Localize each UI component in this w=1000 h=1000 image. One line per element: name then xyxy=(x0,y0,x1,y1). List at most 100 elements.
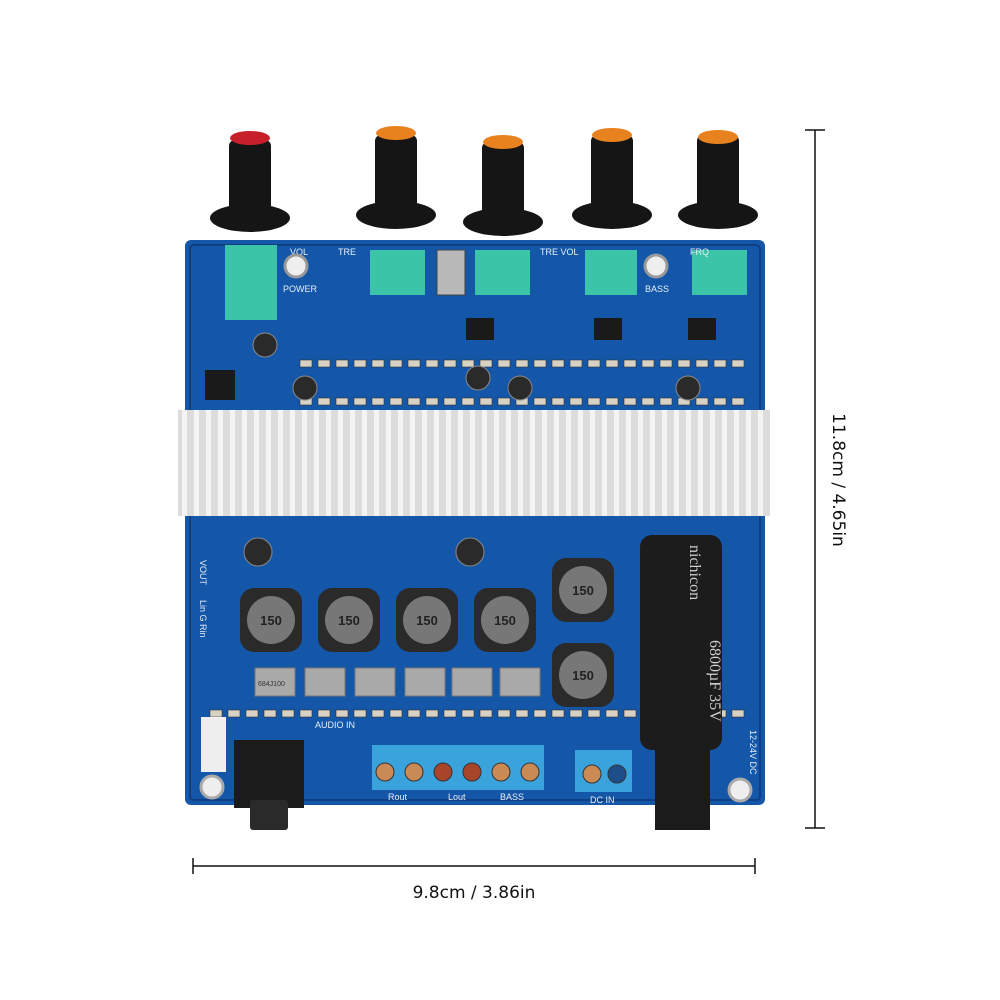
label-frq: FRQ xyxy=(690,247,709,257)
smd-resistor xyxy=(407,359,421,368)
smd-resistor xyxy=(623,359,637,368)
smd-resistor xyxy=(371,397,385,406)
film-cap-label: 684J100 xyxy=(258,681,285,688)
knob-vol[interactable] xyxy=(210,131,290,232)
smd-resistor xyxy=(641,397,655,406)
smd-resistor xyxy=(425,709,439,718)
smd-resistor xyxy=(551,709,565,718)
knob-frequency[interactable] xyxy=(678,130,758,229)
smd-resistor xyxy=(515,359,529,368)
smd-resistor xyxy=(407,709,421,718)
heatsink-fin xyxy=(650,410,655,516)
heatsink-fin xyxy=(686,410,691,516)
heatsink-fin xyxy=(182,410,187,516)
knob-treble[interactable] xyxy=(356,126,436,229)
smd-resistor xyxy=(695,397,709,406)
smd-resistor xyxy=(731,397,745,406)
label-vol: VOL xyxy=(290,247,308,257)
smd-resistor xyxy=(641,359,655,368)
heatsink-fin xyxy=(734,410,739,516)
heatsink-fin xyxy=(434,410,439,516)
heatsink-fin xyxy=(494,410,499,516)
heatsink-fin xyxy=(518,410,523,516)
dc-terminal-block[interactable] xyxy=(575,750,632,792)
smd-resistor xyxy=(389,709,403,718)
width-label: 9.8cm / 3.86in xyxy=(413,883,536,903)
label-bass-out: BASS xyxy=(500,792,524,802)
terminal-screw[interactable] xyxy=(404,762,424,782)
smd-resistor xyxy=(461,397,475,406)
inductor: 150 xyxy=(318,588,380,652)
audio-in-label: AUDIO IN xyxy=(315,720,355,730)
smd-resistor xyxy=(695,359,709,368)
smd-resistor xyxy=(353,359,367,368)
smd-resistor xyxy=(659,359,673,368)
speaker-terminal-block[interactable] xyxy=(372,745,544,790)
heatsink-fin xyxy=(470,410,475,516)
smd-resistor xyxy=(317,359,331,368)
heatsink-fin xyxy=(362,410,367,516)
terminal-screw[interactable] xyxy=(462,762,482,782)
inductor: 150 xyxy=(474,588,536,652)
smd-resistor xyxy=(389,397,403,406)
label-rout: Rout xyxy=(388,792,408,802)
terminal-screw[interactable] xyxy=(433,762,453,782)
smd-resistor xyxy=(299,359,313,368)
knob-treble-vol[interactable] xyxy=(463,135,543,236)
smd-resistor xyxy=(335,359,349,368)
smd-resistor xyxy=(605,359,619,368)
terminal-screw[interactable] xyxy=(491,762,511,782)
heatsink-fin xyxy=(614,410,619,516)
inductor: 150 xyxy=(552,558,614,622)
smd-resistor xyxy=(497,709,511,718)
smd-resistor xyxy=(533,709,547,718)
terminal-screw[interactable] xyxy=(520,762,540,782)
dc-barrel-jack[interactable] xyxy=(655,745,710,830)
electrolytic-capacitor: nichicon 6800µF 35V xyxy=(640,535,723,750)
heatsink-fin xyxy=(302,410,307,516)
smd-resistor xyxy=(533,397,547,406)
heatsink-fin xyxy=(662,410,667,516)
smd-resistor xyxy=(677,359,691,368)
heatsink-fin xyxy=(410,410,415,516)
smd-resistor xyxy=(569,397,583,406)
dc-in-label: DC IN xyxy=(590,795,615,805)
heatsink-fin xyxy=(338,410,343,516)
smd-resistor xyxy=(479,397,493,406)
heatsink-fin xyxy=(554,410,559,516)
knob-bass[interactable] xyxy=(572,128,652,229)
pcb-board xyxy=(185,240,765,805)
smd-resistor xyxy=(443,359,457,368)
svg-text:150: 150 xyxy=(416,613,438,628)
heatsink-fin xyxy=(386,410,391,516)
audio-jack[interactable] xyxy=(234,740,304,830)
smd-resistor xyxy=(389,359,403,368)
smd-resistor xyxy=(587,359,601,368)
smd-resistor xyxy=(515,709,529,718)
smd-resistor xyxy=(551,359,565,368)
width-dimension xyxy=(192,858,756,874)
smd-resistor xyxy=(443,397,457,406)
heatsink-fin xyxy=(230,410,235,516)
smd-resistor xyxy=(371,709,385,718)
heatsink-fin xyxy=(638,410,643,516)
smd-resistor xyxy=(587,397,601,406)
height-dimension xyxy=(805,129,825,829)
smd-resistor xyxy=(623,709,637,718)
lgr-label: Lin G Rin xyxy=(198,600,208,638)
svg-text:nichicon: nichicon xyxy=(686,545,703,600)
terminal-screw[interactable] xyxy=(375,762,395,782)
ic-chips xyxy=(205,318,716,400)
heatsink-fin xyxy=(674,410,679,516)
smd-resistor xyxy=(731,359,745,368)
svg-text:150: 150 xyxy=(494,613,516,628)
heatsink-fin xyxy=(242,410,247,516)
smd-resistor xyxy=(497,359,511,368)
smd-resistor xyxy=(407,397,421,406)
smd-resistor xyxy=(569,709,583,718)
inductor: 150 xyxy=(552,643,614,707)
svg-text:150: 150 xyxy=(338,613,360,628)
heatsink-fin xyxy=(578,410,583,516)
svg-text:150: 150 xyxy=(572,668,594,683)
smd-resistor xyxy=(461,709,475,718)
